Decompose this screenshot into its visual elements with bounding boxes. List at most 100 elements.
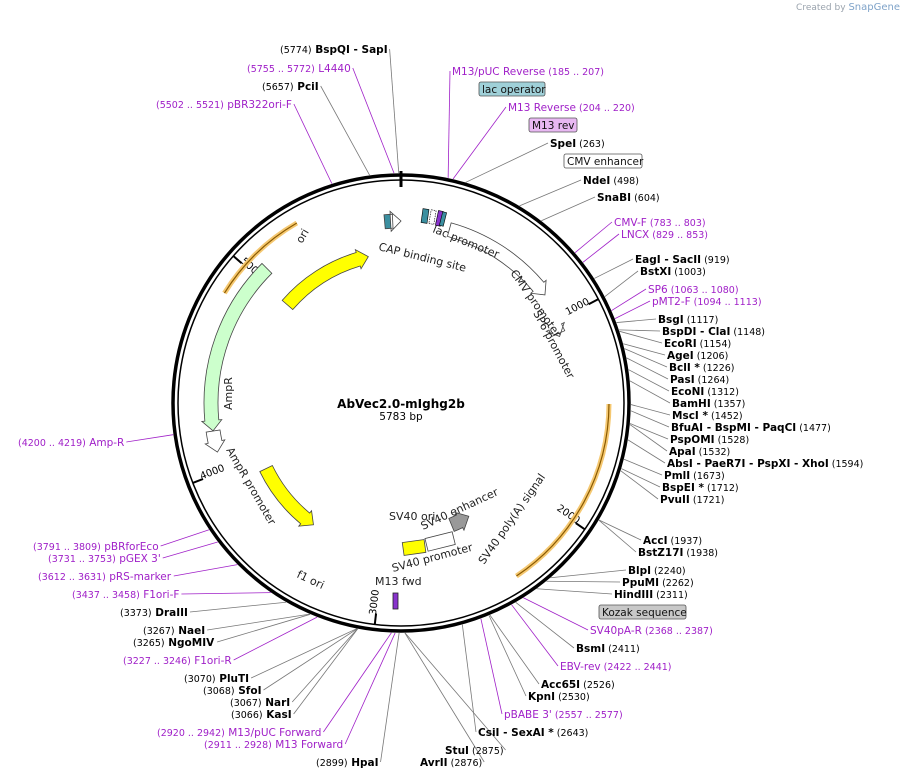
primer-name: F1ori-F — [140, 589, 180, 601]
leader-line — [604, 270, 639, 297]
site-position: (1937) — [667, 536, 702, 547]
site-position: (2876) — [448, 758, 483, 769]
tick-label: 1000 — [564, 296, 592, 318]
enzyme-name: EagI — [635, 254, 661, 266]
leader-line — [263, 628, 358, 691]
site-label: (2920 .. 2942) M13/pUC Forward — [157, 727, 321, 739]
site-position: (1532) — [696, 447, 731, 458]
leader-line — [489, 614, 540, 685]
site-position: (2368 .. 2387) — [642, 626, 713, 637]
feature-arc-sv40-poly-a-signal — [448, 511, 470, 532]
enzyme-name: BamHI — [672, 398, 711, 410]
lac-operator-label: lac operator — [482, 84, 546, 96]
site-label: BspEI * (1712) — [662, 482, 739, 494]
site-position: (1594) — [829, 459, 864, 470]
leader-line — [126, 434, 174, 443]
enzyme-name: BclI * — [669, 362, 700, 374]
site-label: BsgI (1117) — [658, 314, 718, 326]
site-label: M13/pUC Reverse (185 .. 207) — [452, 66, 604, 78]
enzyme-name: DraIII — [152, 607, 188, 619]
m13-rev-box: M13 rev — [528, 117, 578, 133]
enzyme-name: AgeI — [667, 350, 694, 362]
leader-line — [598, 519, 642, 541]
enzyme-name: NdeI — [583, 175, 610, 187]
enzyme-name: - SacII — [661, 254, 701, 266]
site-label: EagI - SacII (919) — [635, 254, 730, 266]
feature-arc-cap-binding-site — [383, 213, 392, 230]
leader-line — [536, 588, 613, 595]
site-position: (2262) — [659, 578, 694, 589]
primer-name: CMV-F — [614, 217, 647, 229]
tick-mark — [575, 522, 586, 531]
site-label: BclI * (1226) — [669, 362, 735, 374]
primer-name: pBABE 3' — [504, 709, 552, 721]
site-label: (3068) SfoI — [203, 685, 262, 697]
leader-line — [320, 85, 370, 176]
leader-line — [461, 624, 477, 733]
enzyme-name: SpeI — [550, 138, 576, 150]
enzyme-name: - ClaI — [696, 326, 730, 338]
primer-name: EBV-rev — [560, 661, 601, 673]
enzyme-name: BspEI * — [662, 482, 705, 494]
site-position: (1452) — [708, 411, 743, 422]
leader-line — [582, 233, 620, 263]
leader-line — [352, 67, 395, 174]
site-label: BlpI (2240) — [628, 565, 686, 577]
site-label: (5657) PciI — [262, 81, 319, 93]
site-position: (5774) — [280, 45, 312, 56]
site-position: (1206) — [694, 351, 729, 362]
enzyme-name: SnaBI — [597, 192, 631, 204]
site-position: (5502 .. 5521) — [156, 100, 224, 111]
leader-line — [627, 439, 666, 464]
leader-line — [217, 613, 311, 643]
m13-rev-label: M13 rev — [532, 120, 575, 132]
plasmid-size: 5783 bp — [379, 411, 423, 423]
enzyme-name: BspDI — [662, 326, 696, 338]
site-label: PmlI (1673) — [664, 470, 725, 482]
orf-line — [516, 403, 610, 577]
site-label: LNCX (829 .. 853) — [621, 229, 708, 241]
site-position: (185 .. 207) — [545, 67, 604, 78]
leader-line — [389, 48, 400, 174]
enzyme-name: BlpI — [628, 565, 651, 577]
site-position: (1226) — [700, 363, 735, 374]
credit-prefix: Created by — [796, 3, 846, 13]
enzyme-name: EcoRI — [664, 338, 697, 350]
site-label: (3067) NarI — [230, 697, 290, 709]
site-position: (2899) — [316, 758, 348, 769]
leader-line — [488, 615, 527, 697]
leader-line — [404, 632, 485, 763]
site-label: (5755 .. 5772) L4440 — [247, 63, 351, 75]
site-label: MscI * (1452) — [672, 410, 743, 422]
primer-name: pBRforEco — [101, 541, 159, 553]
primer-name: pMT2-F — [652, 296, 691, 308]
snapgene-credit: Created by SnapGene — [796, 2, 900, 13]
site-position: (263) — [576, 139, 605, 150]
site-position: (3067) — [230, 698, 262, 709]
site-label: (3227 .. 3246) F1ori-R — [123, 655, 232, 667]
leader-line — [614, 300, 651, 319]
feature-arc-ori — [281, 248, 369, 311]
leader-line — [620, 470, 659, 500]
enzyme-name: - XhoI — [790, 458, 828, 470]
primer-name: M13 Reverse — [508, 102, 576, 114]
site-label: NdeI (498) — [583, 175, 639, 187]
primer-name: pBR322ori-F — [224, 99, 292, 111]
orf-line — [223, 222, 298, 294]
leader-line — [546, 580, 621, 583]
feature-arcs — [200, 210, 612, 610]
enzyme-name: - PspXI — [745, 458, 790, 470]
site-label: BspDI - ClaI (1148) — [662, 326, 765, 338]
site-label: ApaI (1532) — [669, 446, 730, 458]
lac-operator-box: lac operator — [478, 81, 546, 97]
enzyme-name: PvuII — [660, 494, 690, 506]
primer-name: pGEX 3' — [116, 553, 161, 565]
site-position: (4200 .. 4219) — [18, 438, 86, 449]
enzyme-name: StuI — [445, 745, 469, 757]
enzyme-name: BstXI — [640, 266, 671, 278]
site-label: (5502 .. 5521) pBR322ori-F — [156, 99, 292, 111]
site-label: (3066) KasI — [231, 709, 292, 721]
leader-line — [621, 468, 661, 488]
site-label: (3791 .. 3809) pBRforEco — [33, 541, 159, 553]
site-label: Acc65I (2526) — [541, 679, 615, 691]
